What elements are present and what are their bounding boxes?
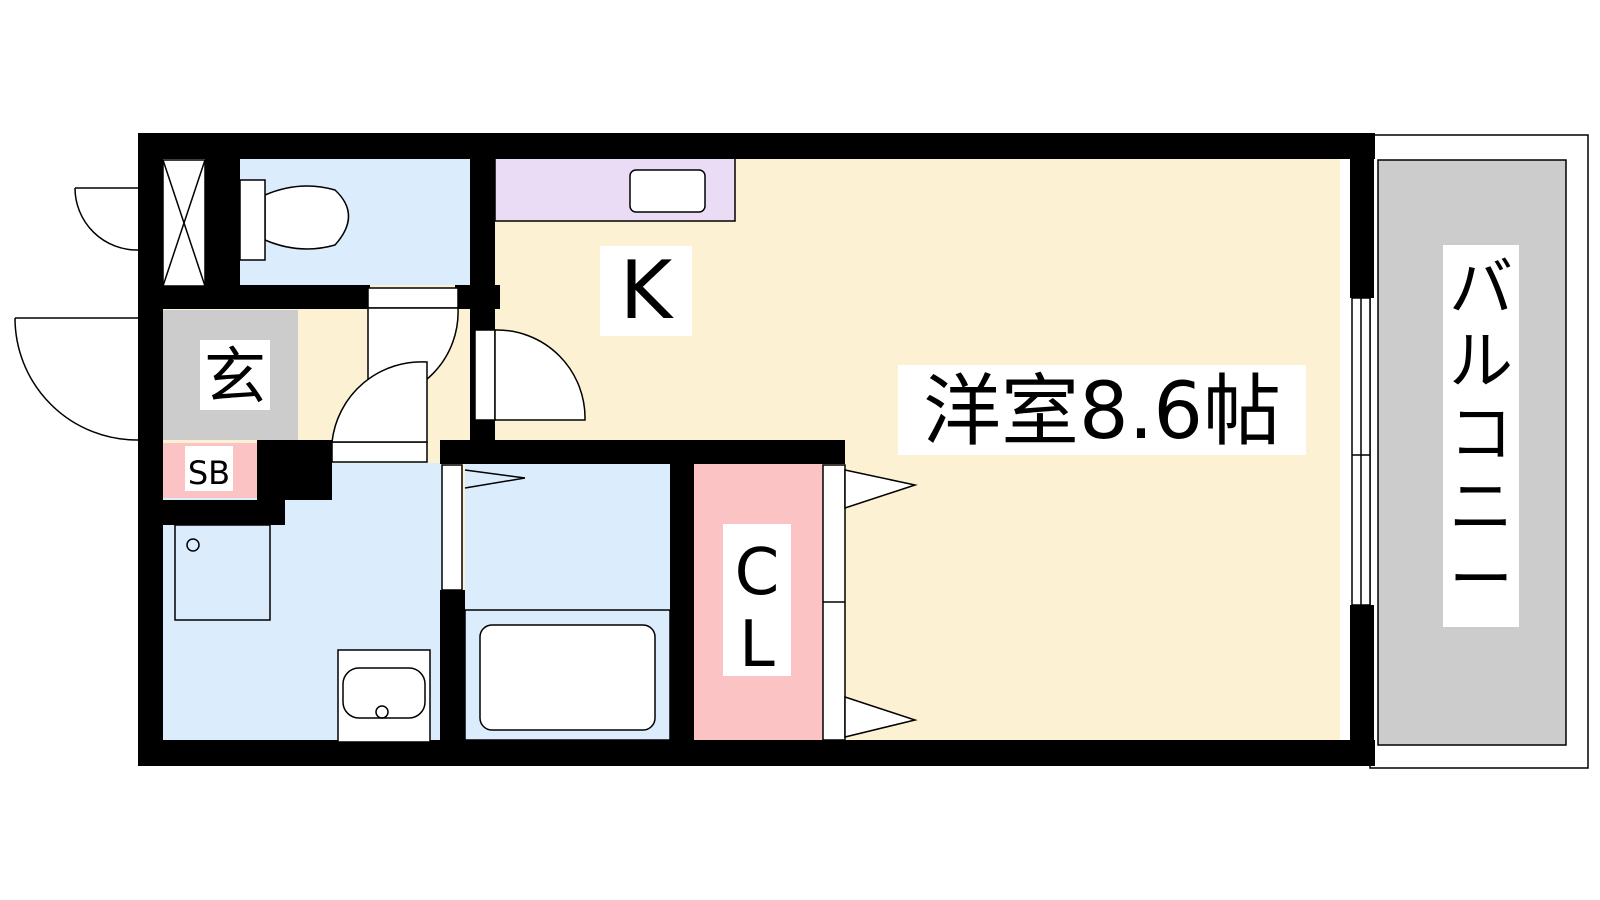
- sink-icon: [629, 169, 706, 213]
- label-backgrounds: [185, 245, 1519, 676]
- toilet-tank: [239, 179, 266, 261]
- bathtub: [464, 609, 671, 741]
- balcony-char: ル: [1449, 325, 1513, 399]
- fixtures: [14, 159, 1371, 743]
- toilet-bowl: [264, 185, 350, 250]
- balcony-label: バ ル コ ニ ー: [1449, 252, 1513, 618]
- balcony-char: コ: [1449, 398, 1513, 472]
- entrance-label: 玄: [204, 340, 266, 413]
- bathtub-basin: [479, 624, 656, 731]
- closet-label-bottom: L: [739, 608, 775, 682]
- balcony-char: バ: [1449, 252, 1513, 326]
- kitchen-label: K: [620, 244, 675, 337]
- closet-label-top: C: [735, 536, 780, 610]
- balcony-char: ー: [1449, 544, 1513, 618]
- washing-machine-space: [174, 524, 271, 621]
- balcony-char: ニ: [1449, 471, 1513, 545]
- western-room-label: 洋室8.6帖: [923, 367, 1281, 457]
- shoe-box-label: SB: [188, 454, 230, 492]
- walls: [138, 133, 1375, 766]
